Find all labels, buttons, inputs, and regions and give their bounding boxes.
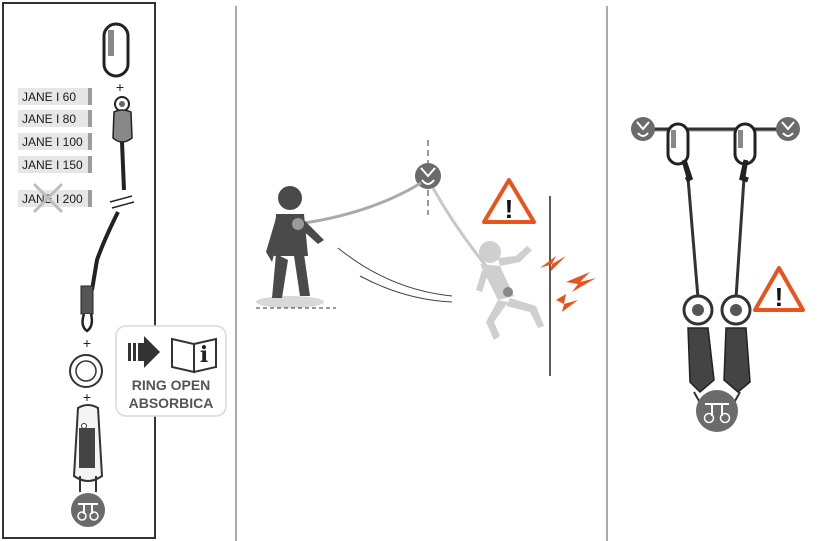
rope-sleeve (80, 285, 94, 333)
svg-text:JANE I 80: JANE I 80 (22, 112, 76, 126)
plus-sign-1: + (116, 79, 124, 95)
model-label-200-excluded: JANE I 200 (18, 182, 92, 214)
svg-text:JANE I 200: JANE I 200 (22, 192, 83, 206)
model-label-60: JANE I 60 (18, 88, 92, 105)
plus-sign-2: + (83, 335, 91, 351)
anchor-icon-left (631, 117, 655, 141)
anchor-icon (415, 163, 441, 189)
rope-before-fall (297, 181, 422, 226)
svg-text:!: ! (505, 194, 514, 224)
info-manual-icon: i (171, 337, 217, 374)
model-label-100: JANE I 100 (18, 133, 92, 150)
carabiner-icon-right (733, 122, 757, 166)
carabiner-icon (102, 22, 130, 78)
impact-icon (540, 256, 596, 312)
warning-icon: ! (482, 178, 536, 224)
arrow-icon (128, 336, 160, 368)
ring-icon (69, 354, 103, 388)
swing-arc-1 (337, 247, 453, 297)
anchor-icon-right (776, 117, 800, 141)
panel-frame (2, 2, 156, 539)
instruction-line-2: ABSORBICA (129, 395, 214, 411)
svg-text:i: i (200, 342, 208, 368)
model-list: JANE I 60 JANE I 80 JANE I 100 JANE I 15… (18, 88, 92, 214)
length-break-mark (109, 195, 135, 209)
instruction-card: i RING OPEN ABSORBICA (115, 325, 227, 417)
model-label-80: JANE I 80 (18, 110, 92, 127)
harness-icon-twin (696, 390, 738, 432)
lanyard-left (682, 163, 700, 299)
svg-text:JANE I 60: JANE I 60 (22, 90, 76, 104)
svg-text:JANE I 150: JANE I 150 (22, 158, 83, 172)
energy-absorber (72, 404, 104, 492)
ring-icon-right (720, 294, 752, 326)
climber-figure (256, 186, 336, 309)
swing-arc-2 (359, 275, 453, 303)
cross-out-mark (32, 182, 64, 214)
ring-icon-left (682, 294, 714, 326)
lanyard-rope (90, 141, 126, 291)
instruction-line-1: RING OPEN (132, 377, 211, 393)
lanyard-right (734, 163, 748, 299)
panel-lanyard: + JANE I 60 JANE I 80 (2, 2, 227, 539)
svg-text:JANE I 100: JANE I 100 (22, 135, 83, 149)
warning-icon-twin: ! (753, 266, 805, 312)
carabiner-icon-left (666, 122, 690, 166)
svg-text:!: ! (775, 282, 784, 312)
model-label-150: JANE I 150 (18, 156, 92, 173)
harness-icon (71, 493, 105, 527)
panel-pendulum: ! (256, 140, 596, 376)
swivel-connector (112, 96, 133, 143)
panel-twin-lanyard: ! (631, 117, 805, 432)
plus-sign-3: + (83, 389, 91, 405)
falling-climber-figure (476, 241, 544, 340)
